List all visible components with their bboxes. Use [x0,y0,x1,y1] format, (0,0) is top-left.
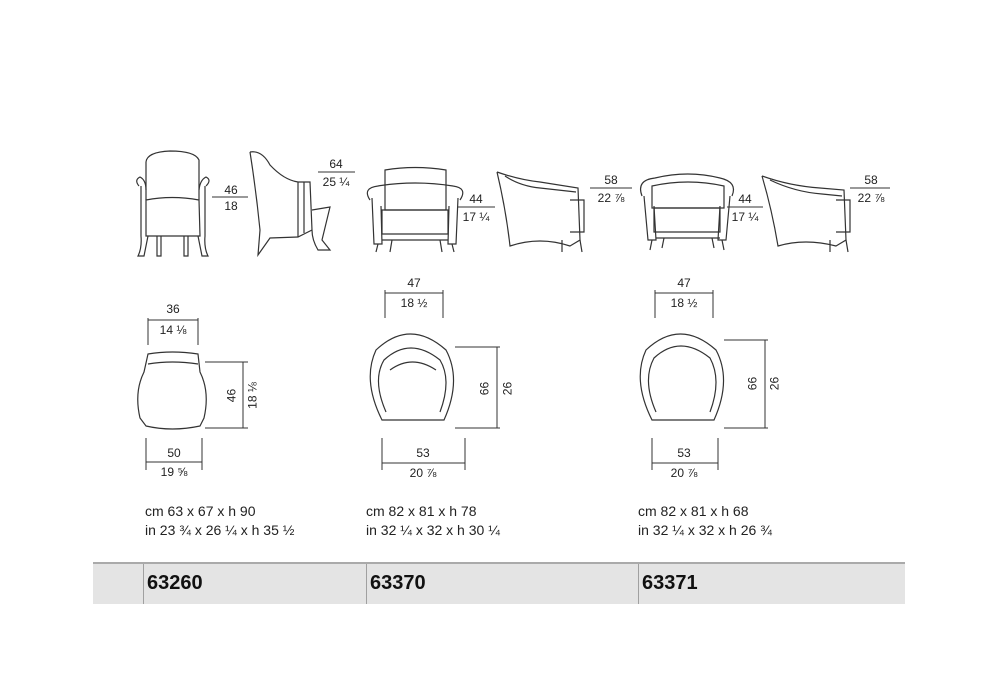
arm-height-cm-63371: 58 [864,173,878,187]
top-width-cm-63260: 36 [166,302,180,316]
bottom-width-cm-63371: 53 [677,446,691,460]
product-code-63371: 63371 [642,572,698,594]
arm-height-cm-63370: 58 [604,173,618,187]
top-width-cm-63370: 47 [407,276,421,290]
size-cm: cm 63 x 67 x h 90 [145,503,256,519]
chair-63370-side-view [496,171,585,253]
size-in: in 32 ¼ x 32 x h 30 ¼ [366,522,500,538]
chair-63260-side-view [249,151,332,258]
chair-63370-plan-view [369,333,455,421]
depth-in-63260: 18 ⅛ [245,382,260,409]
chair-63260-front-view [136,150,210,257]
chair-63260-plan-view [137,351,207,430]
bottom-width-cm-63260: 50 [167,446,181,460]
column-divider [366,564,367,604]
arm-height-in-63370: 22 ⅞ [597,191,625,205]
bottom-width-in-63370: 20 ⅞ [409,466,437,480]
product-code-63370: 63370 [370,572,426,594]
seat-height-cm-63371: 44 [738,192,752,206]
depth-cm-63370: 66 [477,381,492,396]
bottom-width-cm-63370: 53 [416,446,430,460]
top-width-in-63370: 18 ½ [400,296,428,310]
size-cm: cm 82 x 81 x h 68 [638,503,749,519]
chair-63371-front-view [639,173,735,251]
product-code-bar: 63260 63370 63371 [93,562,905,604]
bottom-width-in-63371: 20 ⅞ [670,466,698,480]
column-divider [638,564,639,604]
depth-in-63370: 26 [500,381,515,396]
arm-height-in-63371: 22 ⅞ [857,191,885,205]
overall-size-63370: cm 82 x 81 x h 78 in 32 ¼ x 32 x h 30 ¼ [366,502,500,540]
arm-height-cm-63260: 64 [329,157,343,171]
depth-cm-63260: 46 [224,388,239,403]
top-width-in-63371: 18 ½ [670,296,698,310]
chair-63371-side-view [761,175,851,253]
bottom-width-in-63260: 19 ⅝ [160,465,188,479]
overall-size-63371: cm 82 x 81 x h 68 in 32 ¼ x 32 x h 26 ¾ [638,502,772,540]
chair-63371-plan-view [639,333,725,421]
size-cm: cm 82 x 81 x h 78 [366,503,477,519]
seat-height-in-63370: 17 ¼ [462,210,490,224]
depth-cm-63371: 66 [745,376,760,391]
top-width-cm-63371: 47 [677,276,691,290]
top-width-in-63260: 14 ⅛ [159,323,187,337]
seat-height-cm-63260: 46 [224,183,238,197]
product-code-63260: 63260 [147,572,203,594]
plan-dimension-lines [145,290,768,470]
elevation-dimension-lines [212,171,890,208]
seat-height-cm-63370: 44 [469,192,483,206]
seat-height-in-63260: 18 [224,199,238,213]
overall-size-63260: cm 63 x 67 x h 90 in 23 ¾ x 26 ¼ x h 35 … [145,502,294,540]
size-in: in 23 ¾ x 26 ¼ x h 35 ½ [145,522,295,538]
chair-63370-front-view [366,166,464,253]
depth-in-63371: 26 [767,376,782,391]
size-in: in 32 ¼ x 32 x h 26 ¾ [638,522,772,538]
arm-height-in-63260: 25 ¼ [322,175,350,189]
column-divider [143,564,144,604]
seat-height-in-63371: 17 ¼ [731,210,759,224]
